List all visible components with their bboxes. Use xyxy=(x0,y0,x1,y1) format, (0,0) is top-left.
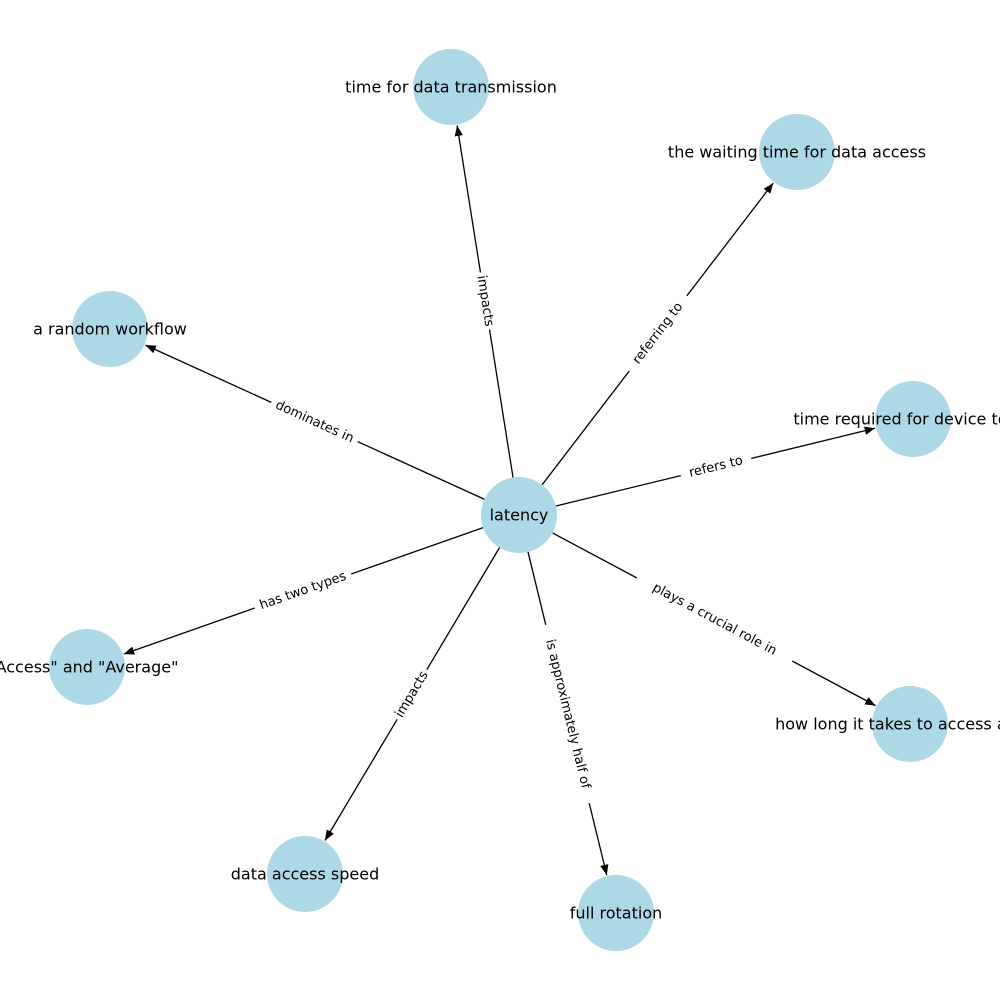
edge-label-background xyxy=(251,565,355,617)
edge-label-background xyxy=(471,271,499,331)
edge-label-group: dominates in xyxy=(267,394,362,450)
edge-data-access-speed: impacts xyxy=(324,547,501,841)
edge-label-background xyxy=(622,290,694,377)
edge-label: referring to xyxy=(630,300,687,367)
edge-label-group: plays a crucial role in xyxy=(632,570,797,669)
node-full-rotation xyxy=(578,875,654,951)
edge-label-background xyxy=(389,665,435,724)
edge-label-group: is approximately half of xyxy=(537,622,598,806)
node-label-two-types: Access" and "Average" xyxy=(0,658,178,677)
edge-label-background xyxy=(678,449,754,485)
edge-label-group: refers to xyxy=(678,449,754,485)
edge-label: is approximately half of xyxy=(542,638,593,791)
edge-label-background xyxy=(632,570,797,669)
node-random-workflow xyxy=(72,291,148,367)
edge-label-group: impacts xyxy=(389,665,435,724)
node-label-full-rotation: full rotation xyxy=(570,904,663,923)
node-time-for-data-transmission xyxy=(413,49,489,125)
edge-label: has two types xyxy=(258,569,349,613)
edge-waiting-time: referring to xyxy=(541,182,774,486)
node-label-latency: latency xyxy=(490,506,549,525)
node-label-waiting-time: the waiting time for data access xyxy=(668,143,926,162)
nodes-layer xyxy=(49,49,951,951)
edge-label: impacts xyxy=(392,668,431,720)
edge-how-long: plays a crucial role in xyxy=(552,532,876,707)
node-labels-layer: latency time for data transmission the wai… xyxy=(0,78,1000,923)
node-label-how-long: how long it takes to access and tr xyxy=(775,715,1000,734)
edge-full-rotation: is approximately half of xyxy=(527,551,609,876)
edge-time-required: refers to xyxy=(555,426,876,507)
edge-label: refers to xyxy=(688,453,745,481)
edge-label-group: has two types xyxy=(251,565,355,617)
node-label-time-for-data-transmission: time for data transmission xyxy=(345,78,557,97)
node-time-required xyxy=(875,381,951,457)
node-data-access-speed xyxy=(267,836,343,912)
node-how-long xyxy=(872,686,948,762)
node-label-random-workflow: a random workflow xyxy=(33,320,187,339)
edge-label-background xyxy=(537,622,598,806)
edge-label: dominates in xyxy=(273,398,356,447)
node-label-data-access-speed: data access speed xyxy=(231,865,379,884)
node-waiting-time xyxy=(759,114,835,190)
edge-label-group: impacts xyxy=(471,271,499,331)
edge-label: plays a crucial role in xyxy=(650,580,779,658)
edge-time-for-data-transmission: impacts xyxy=(454,125,514,478)
node-two-types xyxy=(49,629,125,705)
edge-label-group: referring to xyxy=(622,290,694,377)
edge-random-workflow: dominates in xyxy=(145,344,485,500)
edge-label-background xyxy=(267,394,362,450)
node-label-time-required: time required for device to ge xyxy=(793,410,1000,429)
node-latency xyxy=(481,477,557,553)
edge-two-types: has two types xyxy=(123,526,484,655)
